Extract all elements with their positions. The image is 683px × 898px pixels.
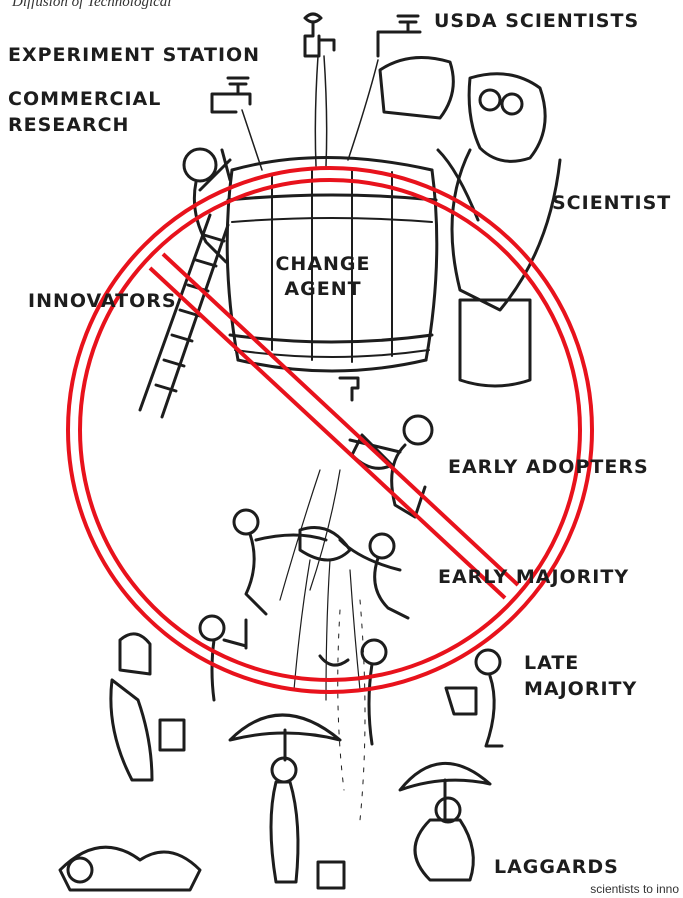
laggards-figures xyxy=(58,761,492,892)
umbrella-figure xyxy=(228,713,342,884)
change-agent-barrel xyxy=(225,156,439,402)
label-late: LATE xyxy=(524,652,580,674)
label-commercial: COMMERCIAL xyxy=(8,88,162,110)
faucet-experiment-station-icon xyxy=(303,12,336,58)
late-majority-figures xyxy=(198,614,504,748)
faucet-usda-icon xyxy=(376,14,422,58)
ladder-icon xyxy=(138,213,230,419)
scientist-figure xyxy=(378,56,562,388)
label-early-majority: EARLY MAJORITY xyxy=(438,566,630,588)
prohibition-sign xyxy=(66,166,594,694)
innovator-figure xyxy=(182,147,232,264)
label-laggards: LAGGARDS xyxy=(494,856,619,878)
page-header-caption: Diffusion of Technological xyxy=(12,0,172,10)
faucet-commercial-icon xyxy=(210,76,252,114)
early-majority-figures xyxy=(232,508,410,620)
label-experiment-station: EXPERIMENT STATION xyxy=(8,44,261,66)
label-majority: MAJORITY xyxy=(524,678,638,700)
label-agent: AGENT xyxy=(284,278,362,300)
label-scientist: SCIENTIST xyxy=(552,192,672,214)
label-innovators: INNOVATORS xyxy=(28,290,177,312)
page-footer-text: scientists to inno xyxy=(590,882,679,896)
bystander-figure xyxy=(109,632,186,782)
label-early-adopters: EARLY ADOPTERS xyxy=(448,456,649,478)
label-research: RESEARCH xyxy=(8,114,130,136)
label-change: CHANGE xyxy=(275,253,371,275)
label-usda-scientists: USDA SCIENTISTS xyxy=(434,10,640,32)
